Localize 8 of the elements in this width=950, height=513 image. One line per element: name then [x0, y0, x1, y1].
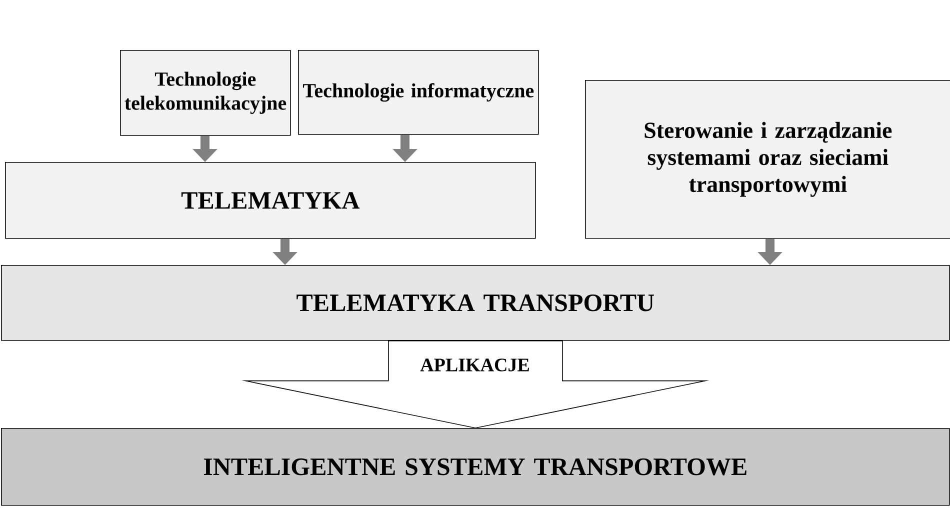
- process-box: Sterowanie i zarządzanie systemami oraz sieciami transportowymi: [585, 80, 950, 239]
- process-box: Technologie informatyczne: [298, 50, 539, 135]
- process-box: TELEMATYKA: [5, 162, 536, 239]
- process-box: Technologie telekomunikacyjne: [120, 50, 291, 136]
- edge-label: APLIKACJE: [419, 358, 531, 372]
- hollow-arrow: [241, 340, 710, 428]
- process-box: TELEMATYKA TRANSPORTU: [1, 265, 950, 341]
- process-box: INTELIGENTNE SYSTEMY TRANSPORTOWE: [1, 428, 950, 506]
